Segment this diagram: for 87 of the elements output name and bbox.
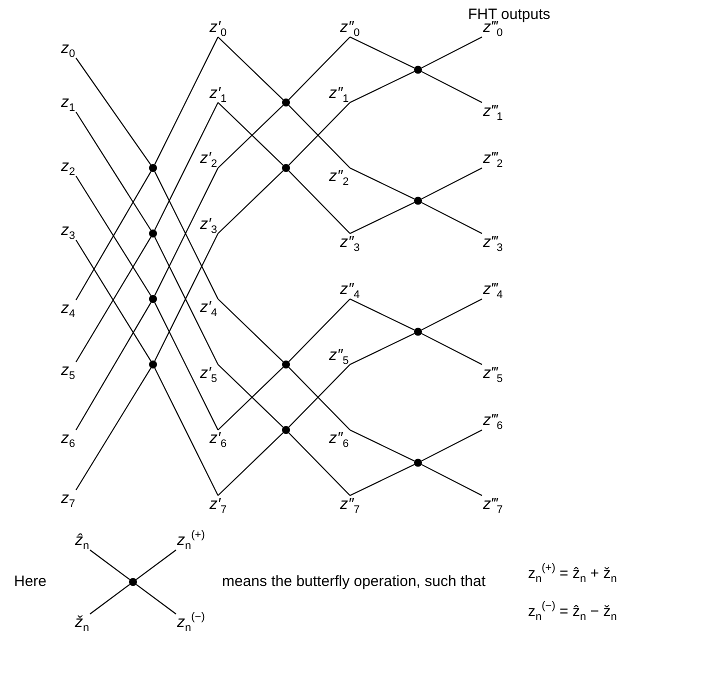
connector-line (154, 368, 218, 496)
connector-line (76, 112, 152, 230)
formula-text: z$_{n}$$^{(−)}$ = ẑ$_{n}$ − ž$_{n}$ (528, 603, 617, 621)
connector-line (154, 302, 218, 430)
connector-line (90, 584, 130, 614)
connector-line (350, 430, 415, 462)
connector-line (288, 36, 350, 100)
connector-line (76, 368, 152, 490)
connector-line (136, 550, 176, 580)
connector-line (154, 36, 218, 165)
note-text: Here (14, 573, 47, 591)
variable-label: z‴$_{2}$ (482, 150, 504, 168)
variable-label: z‴$_{5}$ (482, 364, 504, 382)
connector-line (421, 430, 482, 462)
variable-label: ẑ$_{n}$ (74, 532, 90, 550)
variable-label: z‴$_{1}$ (482, 102, 504, 120)
variable-label: z‴$_{4}$ (482, 281, 504, 299)
variable-label: z$_{0}$ (60, 40, 76, 58)
connector-line (350, 464, 415, 496)
variable-label: ž$_{n}$ (74, 614, 90, 632)
connector-line (421, 298, 482, 330)
connector-line (421, 464, 482, 496)
variable-label: z′$_{6}$ (208, 430, 228, 448)
butterfly-node (414, 66, 422, 74)
variable-label: z′$_{3}$ (199, 216, 218, 234)
connector-line (154, 102, 218, 230)
note-text: means the butterfly operation, such that (222, 573, 486, 591)
variable-label: z$_{2}$ (60, 158, 76, 176)
variable-label: z′$_{2}$ (199, 150, 218, 168)
connector-line (218, 170, 284, 234)
connector-line (421, 333, 482, 365)
variable-label: z′$_{1}$ (208, 84, 228, 102)
connector-line (288, 170, 350, 234)
connector-line (421, 202, 482, 234)
connector-line (350, 36, 415, 69)
variable-label: z′$_{0}$ (208, 19, 228, 37)
variable-label: z$_{7}$ (60, 490, 76, 508)
butterfly-node (149, 230, 157, 238)
butterfly-node (282, 164, 290, 172)
connector-line (218, 36, 284, 100)
variable-label: z″$_{1}$ (328, 84, 350, 102)
connector-line (421, 36, 482, 68)
variable-label: z″$_{7}$ (339, 496, 361, 514)
butterfly-node (149, 360, 157, 368)
butterfly-node (414, 458, 422, 467)
variable-label: z″$_{2}$ (328, 168, 350, 186)
variable-label: z′$_{7}$ (208, 496, 228, 514)
variable-label: z‴$_{7}$ (482, 496, 504, 514)
butterfly-node (282, 360, 290, 368)
connector-line (76, 58, 152, 166)
butterfly-node (414, 196, 422, 205)
variable-label: z$_{4}$ (60, 300, 76, 318)
butterfly-node (149, 164, 157, 172)
connector-line (350, 70, 415, 103)
butterfly-node (282, 98, 290, 106)
variable-label: z$_{6}$ (60, 430, 76, 448)
variable-label: z″$_{3}$ (339, 234, 361, 252)
variable-label: z″$_{0}$ (339, 19, 361, 37)
connector-line (350, 298, 415, 331)
variable-label: z$_{3}$ (60, 222, 76, 240)
variable-label: z$_{5}$ (60, 362, 76, 380)
variable-label: z″$_{6}$ (328, 430, 350, 448)
variable-label: z$_{1}$ (60, 94, 76, 112)
butterfly-node (149, 295, 157, 303)
connector-line (76, 302, 152, 430)
butterfly-node (414, 328, 422, 336)
connector-line (421, 71, 482, 103)
connector-line (350, 332, 415, 365)
butterfly-node (282, 426, 290, 434)
variable-label: z′$_{4}$ (199, 299, 218, 317)
connector-line (288, 432, 350, 496)
variable-label: z‴$_{6}$ (482, 412, 504, 430)
variable-label: z‴$_{0}$ (482, 19, 504, 37)
variable-label: z″$_{5}$ (328, 346, 350, 364)
variable-label: z‴$_{3}$ (482, 234, 504, 252)
connector-line (90, 550, 130, 580)
connector-line (350, 202, 415, 234)
variable-label: z″$_{4}$ (339, 281, 361, 299)
variable-label: z′$_{5}$ (199, 364, 218, 382)
connector-line (136, 584, 176, 614)
connector-line (288, 298, 350, 362)
connector-line (421, 168, 482, 200)
connector-line (218, 432, 284, 496)
butterfly-node (129, 578, 137, 586)
connector-line (350, 168, 415, 200)
formula-text: z$_{n}$$^{(+)}$ = ẑ$_{n}$ + ž$_{n}$ (528, 565, 617, 583)
connector-line (218, 298, 284, 362)
